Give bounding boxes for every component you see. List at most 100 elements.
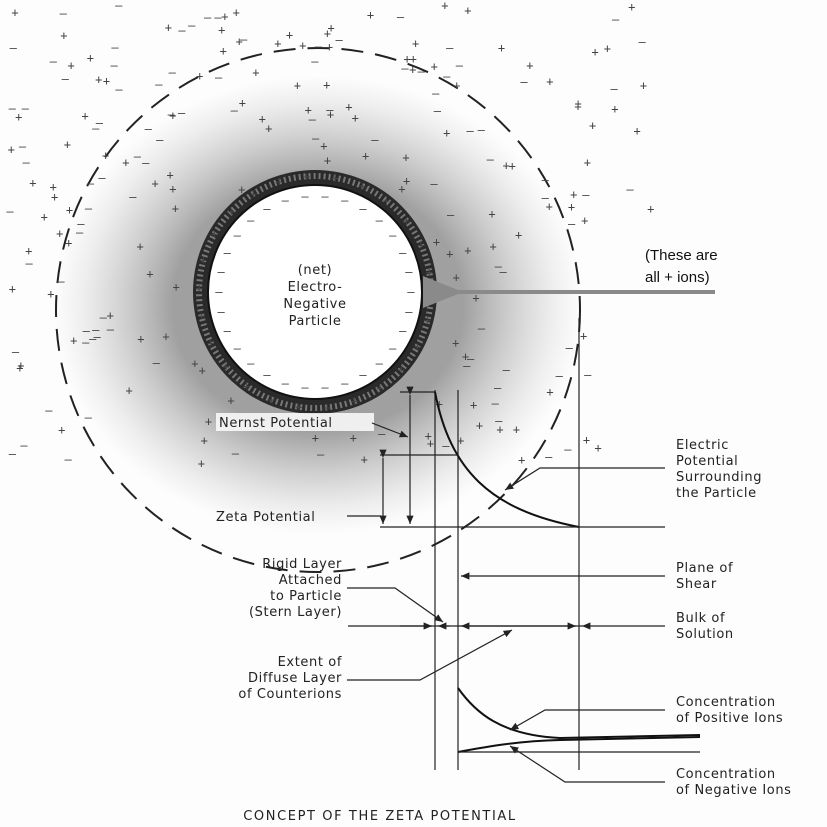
plus-ion-sign: + [122, 155, 129, 169]
minus-ion-sign: – [282, 194, 290, 208]
plus-ion-sign: + [453, 78, 460, 92]
minus-ion-sign: – [82, 336, 90, 350]
particle-label-1: (net) [298, 263, 332, 278]
plus-ion-sign: + [457, 434, 464, 448]
minus-ion-sign: – [224, 246, 232, 260]
minus-ion-sign: – [376, 356, 384, 370]
minus-ion-sign: – [20, 438, 28, 452]
minus-ion-sign: – [142, 156, 150, 170]
minus-ion-sign: – [204, 11, 212, 25]
minus-ion-sign: – [478, 123, 486, 137]
plus-ion-sign: + [452, 336, 459, 350]
plus-ion-sign: + [259, 112, 266, 126]
minus-ion-sign: – [92, 121, 100, 135]
plus-ion-sign: + [320, 139, 327, 153]
plus-ion-sign: + [16, 361, 23, 375]
minus-ion-sign: – [263, 202, 271, 216]
stern-plus-ion-sign: + [414, 340, 421, 354]
minus-ion-sign: – [341, 194, 349, 208]
plus-ion-sign: + [589, 119, 596, 133]
plus-ion-sign: + [125, 383, 132, 397]
stern-plus-ion-sign: + [276, 175, 283, 189]
minus-ion-sign: – [153, 356, 161, 370]
minus-ion-sign: – [301, 190, 309, 204]
stern-plus-ion-sign: + [207, 336, 214, 350]
plus-ion-sign: + [166, 168, 173, 182]
minus-ion-sign: – [359, 368, 367, 382]
electric-potential-curve [434, 391, 580, 528]
minus-ion-sign: – [234, 341, 242, 355]
minus-ion-sign: – [499, 265, 507, 279]
bulk-label-1: Bulk of [676, 611, 725, 626]
plus-ion-sign: + [443, 126, 450, 140]
minus-ion-sign: – [115, 0, 123, 12]
shear-label-2: Shear [676, 577, 717, 592]
minus-ion-sign: – [321, 190, 329, 204]
minus-ion-sign: – [12, 345, 20, 359]
minus-ion-sign: – [145, 122, 153, 136]
minus-ion-sign: – [401, 61, 409, 75]
plus-ion-sign: + [581, 214, 588, 228]
minus-ion-sign: – [638, 35, 646, 49]
plus-ion-sign: + [323, 78, 330, 92]
minus-ion-sign: – [584, 368, 592, 382]
plus-ion-sign: + [199, 364, 206, 378]
plus-ion-sign: + [446, 247, 453, 261]
stern-plus-ion-sign: + [243, 379, 250, 393]
minus-ion-sign: – [463, 359, 471, 373]
rigid-label-2: Attached [279, 573, 342, 588]
minus-ion-sign: – [85, 411, 93, 425]
ion-signs: ––––––––––––––––––––––––––––––++++++++++… [6, 0, 654, 470]
minus-ion-sign: – [178, 106, 186, 120]
minus-ion-sign: – [487, 152, 495, 166]
minus-ion-sign: – [376, 214, 384, 228]
diffuse-label-1: Extent of [278, 655, 342, 670]
electric-label-4: the Particle [676, 486, 757, 501]
plus-ion-sign: + [403, 52, 410, 66]
plus-ion-sign: + [286, 28, 293, 42]
minus-ion-sign: – [9, 447, 17, 461]
minus-ion-sign: – [520, 75, 528, 89]
electric-label-3: Surrounding [676, 470, 762, 485]
plus-ion-sign: + [431, 60, 438, 74]
minus-ion-sign: – [224, 324, 232, 338]
minus-ion-sign: – [89, 332, 97, 346]
rigid-label-4: (Stern Layer) [249, 605, 342, 620]
plus-ion-sign: + [66, 203, 73, 217]
minus-ion-sign: – [542, 173, 550, 187]
plus-ion-sign: + [169, 182, 176, 196]
plus-ion-sign: + [509, 159, 516, 173]
plus-ion-sign: + [196, 69, 203, 83]
plus-ion-sign: + [198, 456, 205, 470]
minus-ion-sign: – [234, 229, 242, 243]
plus-ion-sign: + [218, 23, 225, 37]
plus-ion-sign: + [628, 0, 635, 14]
minus-ion-sign: – [50, 55, 58, 69]
particle-label-3: Negative [283, 297, 346, 312]
minus-ion-sign: – [359, 202, 367, 216]
minus-ion-sign: – [92, 323, 100, 337]
stern-plus-ion-sign: + [383, 194, 390, 208]
minus-ion-sign: – [169, 66, 177, 80]
minus-ion-sign: – [442, 439, 450, 453]
plus-ion-sign: + [503, 158, 510, 172]
plus-ion-sign: + [326, 40, 333, 54]
stern-plus-ion-sign: + [211, 227, 218, 241]
stern-plus-ion-sign: + [250, 187, 257, 201]
plus-ion-sign: + [568, 200, 575, 214]
minus-ion-sign: – [45, 404, 53, 418]
minus-ion-sign: – [467, 352, 475, 366]
plus-ion-sign: + [425, 429, 432, 443]
minus-ion-sign: – [231, 104, 239, 118]
plus-ion-sign: + [489, 240, 496, 254]
plus-ion-sign: + [518, 453, 525, 467]
plus-ion-sign: + [236, 35, 243, 49]
minus-ion-sign: – [301, 381, 309, 395]
plus-ion-sign: + [570, 188, 577, 202]
stern-plus-ion-sign: + [351, 394, 358, 408]
plus-ion-sign: + [146, 267, 153, 281]
plus-ion-sign: + [361, 452, 368, 466]
plus-ion-sign: + [172, 280, 179, 294]
minus-ion-sign: – [542, 191, 550, 205]
